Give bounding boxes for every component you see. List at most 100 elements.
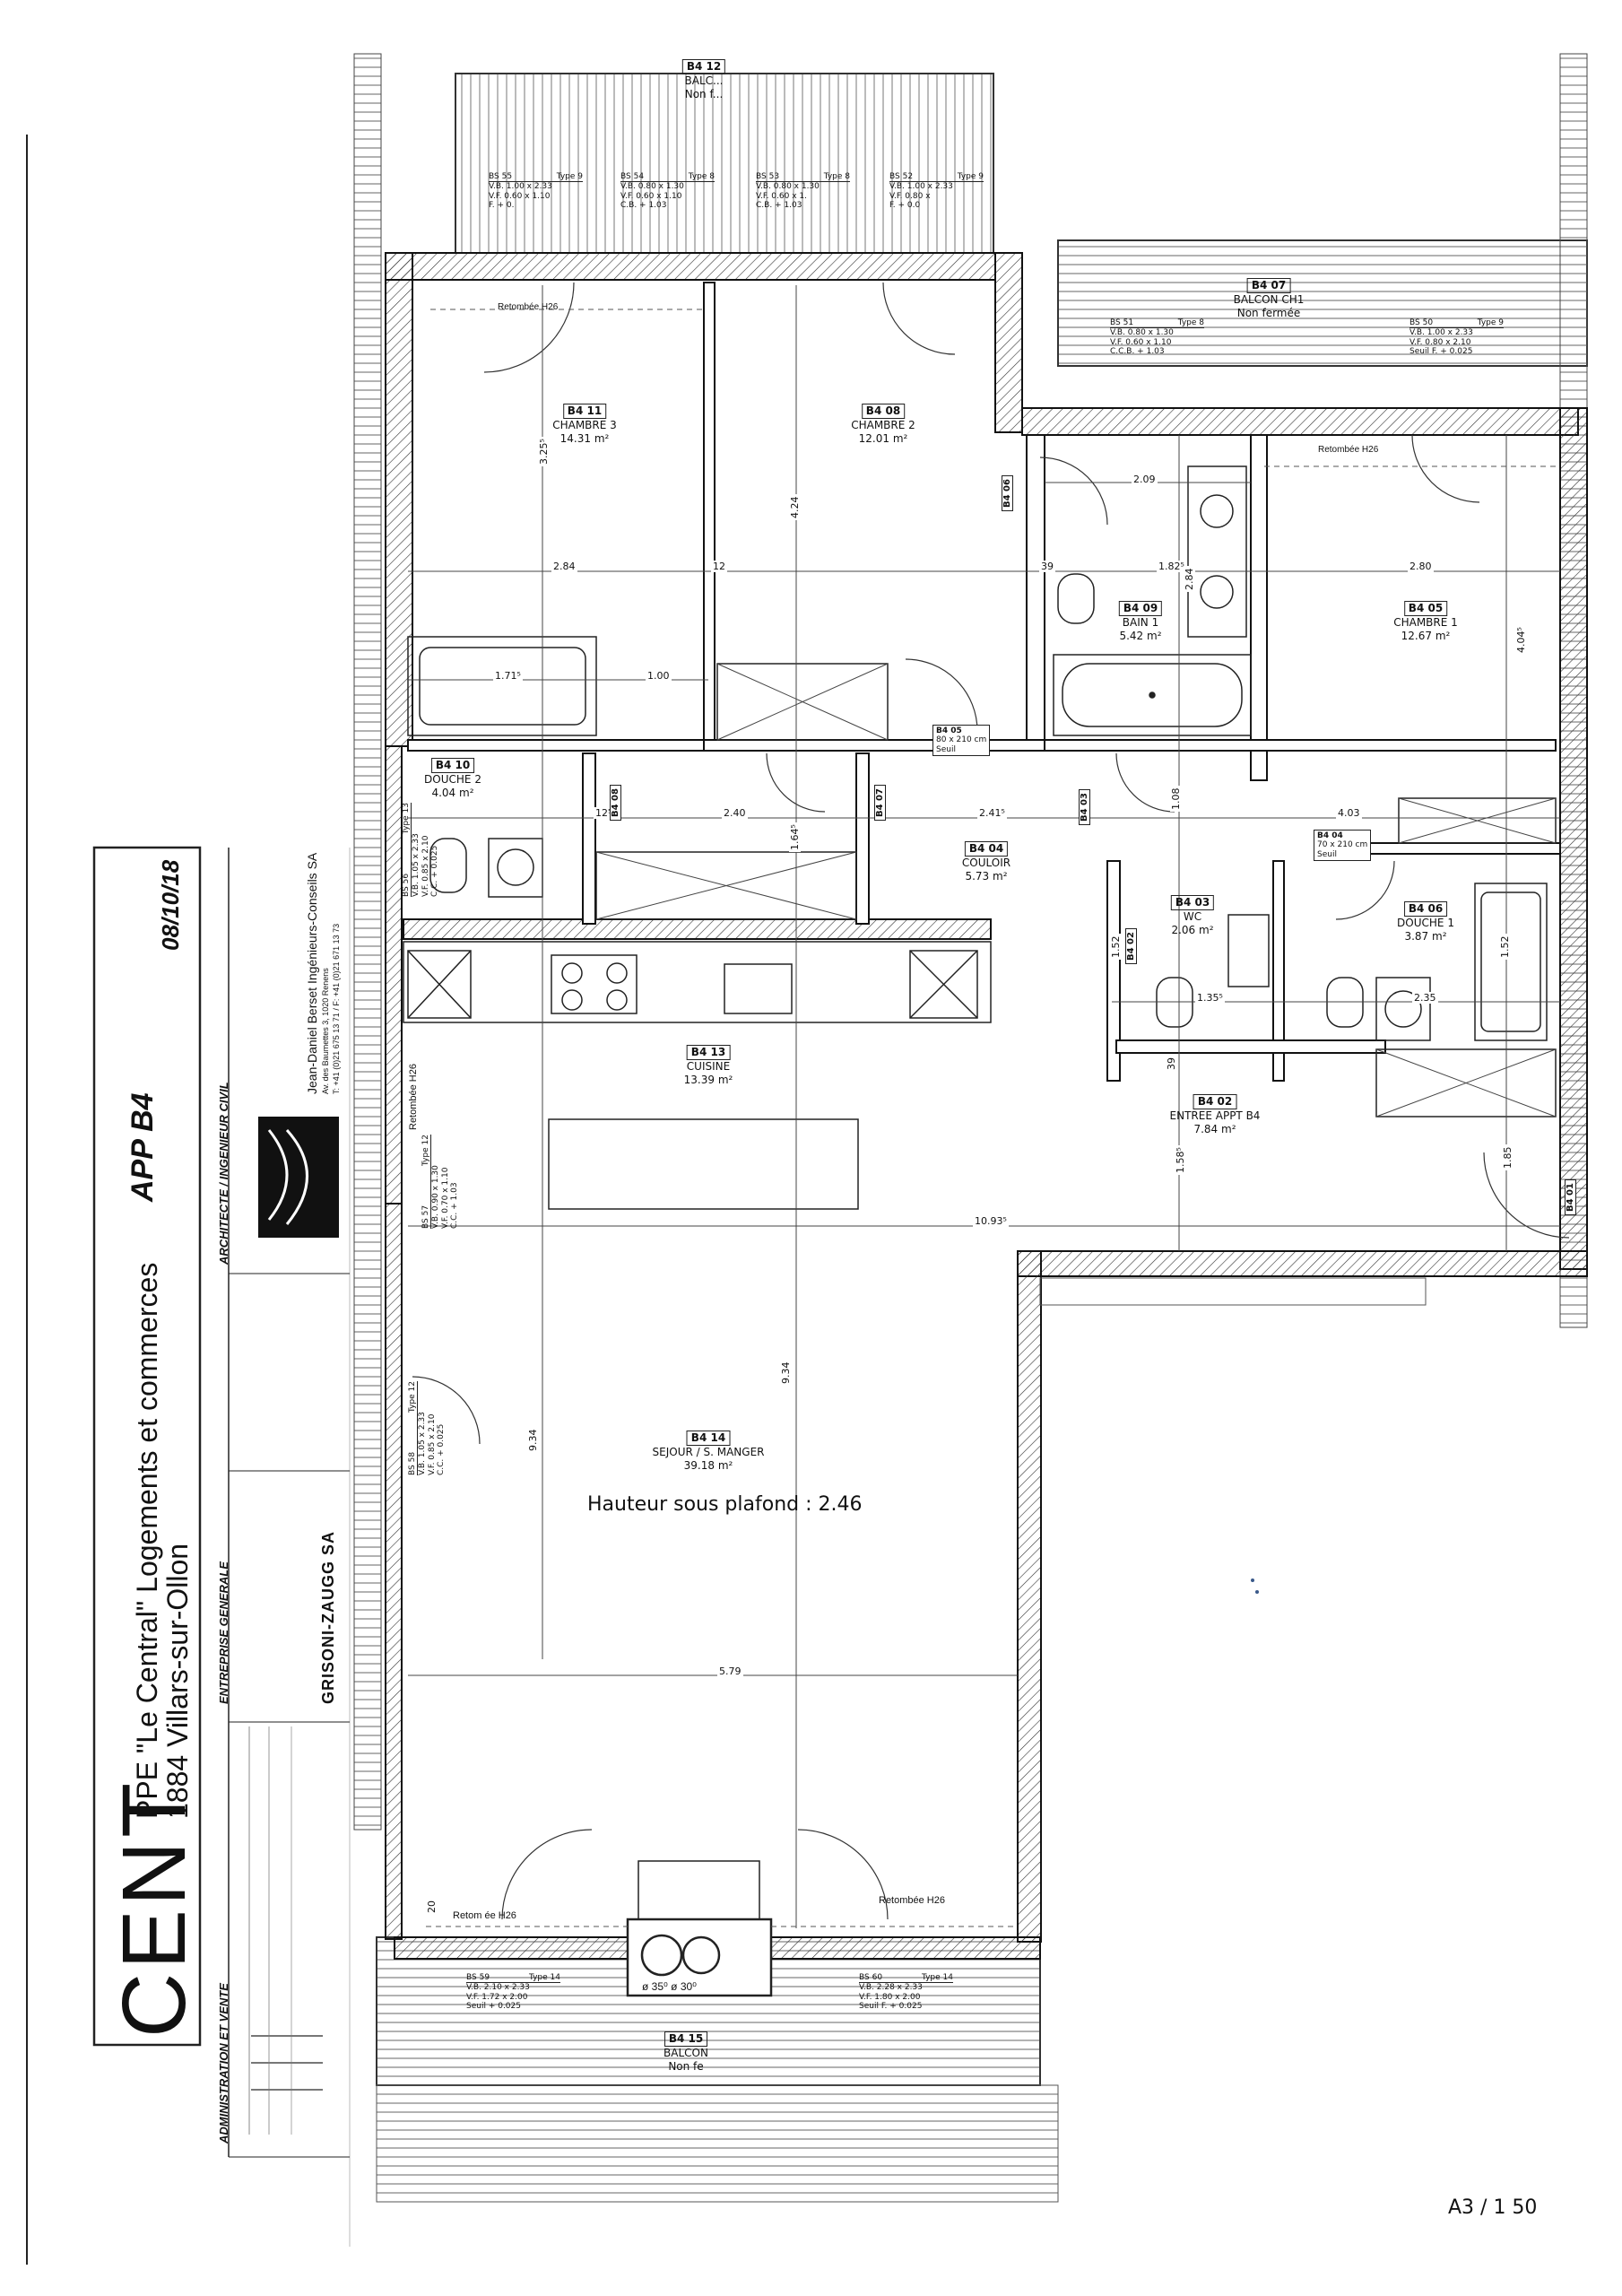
beam-note: Retombée H26 bbox=[879, 1895, 945, 1906]
window-sill: C.B. + 1.03 bbox=[756, 201, 802, 211]
door-tag-vertical: B4 08 bbox=[610, 785, 621, 821]
window-code: BS 51 bbox=[1110, 318, 1134, 327]
room-area: 7.84 m² bbox=[1193, 1123, 1236, 1135]
room-area: 5.42 m² bbox=[1119, 630, 1162, 642]
closets bbox=[595, 663, 1557, 1306]
wall-douche2 bbox=[582, 752, 596, 925]
window-vf: V.F. 0.80 x 2.10 bbox=[1409, 337, 1471, 347]
dimension-label: 4.04⁵ bbox=[1515, 625, 1527, 655]
stair-landing bbox=[1039, 1277, 1427, 1306]
window-code: BS 52 bbox=[889, 172, 914, 181]
door-bain bbox=[1039, 457, 1108, 526]
window-vb: V.B. 0.80 x 1.30 bbox=[756, 182, 820, 192]
kitchen-cabinet-left bbox=[407, 950, 472, 1019]
window-vf: V.F. 0.85 x 2.10 bbox=[427, 1413, 437, 1475]
door-tag-vertical: B4 03 bbox=[1079, 789, 1090, 825]
dimension-label: 5.79 bbox=[717, 1665, 743, 1677]
admin-heading: ADMINISTRATION ET VENTE bbox=[217, 1983, 230, 2144]
scan-mark bbox=[1255, 1590, 1259, 1594]
window-type: Type 9 bbox=[1477, 318, 1504, 327]
bathtub-douche2 bbox=[407, 636, 597, 736]
kitchen-hob bbox=[551, 954, 638, 1014]
window-sill: C.C. + 0.025 bbox=[430, 845, 440, 897]
window-sill: Seuil + 0.025 bbox=[466, 2002, 521, 2012]
dimension-label: 12 bbox=[711, 561, 727, 572]
room-code: B4 15 bbox=[664, 2031, 708, 2047]
door-sejour-right bbox=[797, 1829, 889, 1920]
window-type: Type 9 bbox=[957, 172, 984, 181]
room-name: BAIN 1 bbox=[1122, 616, 1159, 629]
dimension-label: 39 bbox=[1039, 561, 1055, 572]
dimension-label: 1.08 bbox=[1170, 786, 1182, 812]
door-tag-vertical: B4 06 bbox=[1002, 475, 1013, 511]
dimension-label: 1.71⁵ bbox=[493, 670, 523, 682]
room-area: 39.18 m² bbox=[683, 1459, 733, 1472]
dimension-label: 2.84 bbox=[1184, 566, 1195, 592]
shower-douche1 bbox=[1474, 883, 1548, 1041]
room-name: COULOIR bbox=[961, 857, 1011, 869]
room-code: B4 14 bbox=[686, 1431, 731, 1446]
kitchen-cabinet-right bbox=[909, 950, 978, 1019]
window-sill: C.B. + 1.03 bbox=[620, 201, 667, 211]
room-code: B4 12 bbox=[681, 59, 726, 74]
window-code: BS 55 bbox=[489, 172, 513, 181]
window-vb: V.B. 1.00 x 2.33 bbox=[489, 182, 552, 192]
wall-stair-left bbox=[1017, 1250, 1042, 1943]
window-type: Type 13 bbox=[402, 803, 411, 834]
architect-phone: T: +41 (0)21 675 13 71 / F: +41 (0)21 67… bbox=[332, 923, 341, 1094]
window-code: BS 50 bbox=[1409, 318, 1434, 327]
window-vb: V.B. 0.90 x 1.30 bbox=[431, 1165, 441, 1229]
title-apartment: APP B4 bbox=[126, 1092, 160, 1202]
dimension-label: 2.80 bbox=[1408, 561, 1434, 572]
dimension-label: 1.82⁵ bbox=[1157, 561, 1186, 572]
fireplace-hearth bbox=[626, 1918, 773, 1997]
room-name: DOUCHE 2 bbox=[424, 773, 481, 786]
wall-bain-bottom bbox=[1044, 739, 1557, 752]
window-code: BS 56 bbox=[402, 873, 411, 897]
dimension-label: 2.35 bbox=[1412, 992, 1438, 1004]
balcony-sejour-lower bbox=[376, 2084, 1059, 2203]
room-area: 12.01 m² bbox=[858, 432, 908, 445]
window-type: Type 12 bbox=[421, 1135, 430, 1166]
door-ch3-balcony bbox=[483, 282, 575, 373]
dimension-label: 2.41⁵ bbox=[977, 807, 1007, 819]
wall-top-step bbox=[994, 252, 1023, 433]
balcony-ch1 bbox=[1057, 239, 1588, 367]
door-swings bbox=[412, 282, 1570, 1920]
architect-heading: ARCHITECTE / INGENIEUR CIVIL bbox=[217, 1082, 230, 1265]
room-area: Non fermée bbox=[1236, 307, 1301, 319]
door-id: B4 04 bbox=[1317, 831, 1343, 840]
window-sill: Seuil F. + 0.025 bbox=[859, 2002, 923, 2012]
dimension-label: 20 bbox=[426, 1899, 438, 1915]
window-sill: C.C.B. + 1.03 bbox=[1110, 347, 1165, 357]
room-area: 4.04 m² bbox=[431, 787, 474, 799]
window-vb: V.B. 2.10 x 2.33 bbox=[466, 1983, 530, 1993]
room-area: 13.39 m² bbox=[683, 1074, 733, 1086]
beam-note: Retombée H26 bbox=[408, 1064, 419, 1130]
room-code: B4 08 bbox=[861, 404, 906, 419]
interior-walls bbox=[403, 282, 1561, 1082]
ceiling-height-note: Hauteur sous plafond : 2.46 bbox=[587, 1493, 863, 1516]
room-area: Non f... bbox=[684, 88, 724, 100]
dimension-label: 1.52 bbox=[1110, 934, 1122, 960]
beam-lines bbox=[426, 309, 1556, 1927]
